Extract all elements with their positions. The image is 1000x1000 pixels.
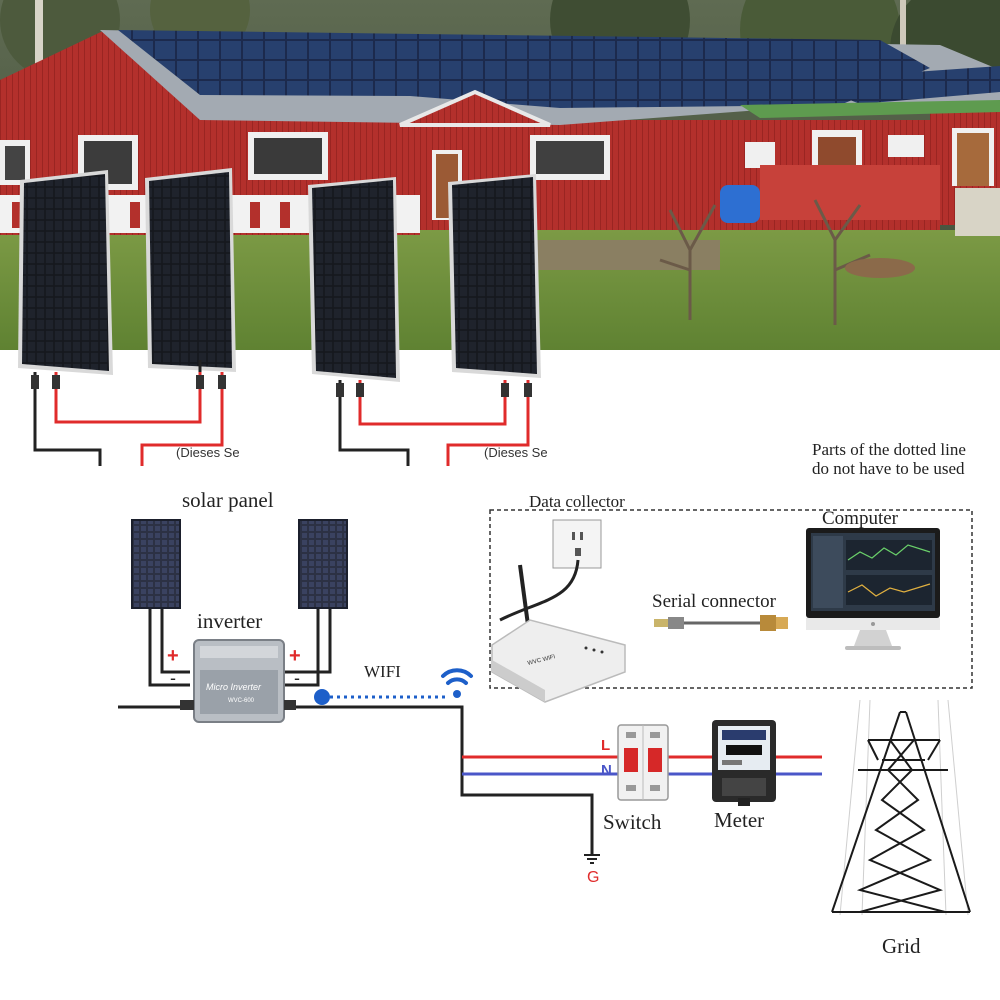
ground-g-label: G [587,869,599,886]
minus-left: - [170,668,176,688]
plus-right: + [289,645,301,667]
dotted-line-note-1: Parts of the dotted line [812,440,966,459]
ac-lines [462,755,822,776]
roof-solar-array [118,30,930,108]
ground-symbol [584,854,600,864]
panel-wiring [118,609,594,855]
wifi-node [314,689,330,705]
diagram-solar-panel-left [131,519,181,609]
photo-solar-panel-4 [448,174,541,378]
wifi-icon [441,668,473,698]
photo-solar-panel-2 [145,168,236,372]
photo-cables [33,360,530,466]
transmission-tower-icon [831,699,971,916]
computer-monitor [806,528,940,650]
line-n-label: N [601,762,612,779]
grid-label: Grid [882,934,921,958]
circuit-breaker-switch [617,724,669,801]
diagram-solar-panel-right [298,519,348,609]
switch-label: Switch [603,810,662,834]
data-collector-label: Data collector [529,492,625,511]
house-photo [0,0,1000,382]
data-collector-device: WVC WIFI [491,559,626,703]
inverter-plate-line1: Micro Inverter [206,682,262,692]
dotted-line-note-2: do not have to be used [812,459,965,478]
plus-left: + [167,645,179,667]
minus-right: - [294,668,300,688]
serial-cable [654,615,788,631]
energy-meter [712,720,776,806]
cable-label-left: (Dieses Se [176,445,240,460]
wifi-label: WIFI [364,662,401,681]
computer-label: Computer [822,508,899,529]
cable-label-right: (Dieses Se [484,445,548,460]
serial-connector-label: Serial connector [652,591,777,612]
solar-panel-label: solar panel [182,488,274,512]
photo-solar-panel-1 [18,170,113,375]
inverter-label: inverter [197,609,262,633]
inverter-plate-line2: WVC-600 [228,698,255,704]
line-l-label: L [601,737,610,754]
optional-dotted-box [489,509,973,689]
photo-solar-panel-3 [308,177,400,382]
photo-connectors [31,375,532,397]
meter-label: Meter [714,808,764,832]
micro-inverter: Micro Inverter WVC-600 [180,639,296,723]
